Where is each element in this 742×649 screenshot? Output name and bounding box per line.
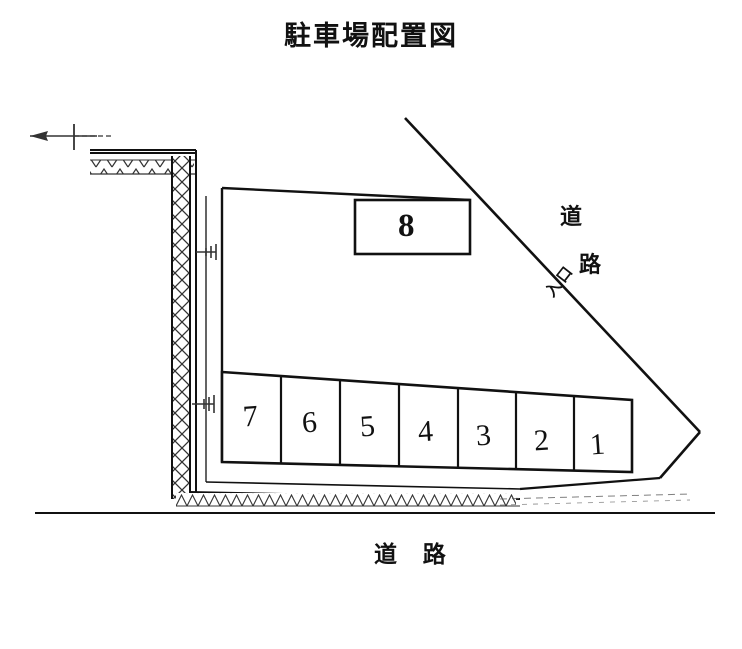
- stall-label-2: 2: [532, 423, 551, 458]
- stall-label-4: 4: [416, 414, 435, 449]
- page-title: 駐車場配置図: [284, 21, 458, 51]
- diagonal-boundary: [404, 117, 701, 491]
- left-retaining-wall: [90, 149, 197, 499]
- wall-marker-lower-icon: [192, 395, 215, 413]
- road-label-bottom: 道 路: [374, 542, 456, 567]
- stall-label-6: 6: [300, 405, 319, 440]
- stall-label-3: 3: [474, 418, 493, 453]
- stall-box-8[interactable]: [353, 198, 472, 256]
- stall-label-1: 1: [588, 427, 607, 462]
- stall-label-5: 5: [358, 409, 377, 444]
- north-arrow-icon: [30, 124, 112, 150]
- stall-label-8: 8: [398, 208, 415, 244]
- bottom-wall: [176, 491, 691, 507]
- wall-marker-upper-icon: [196, 244, 217, 260]
- road-label-right-2: 路: [578, 252, 601, 277]
- stall-row: [220, 370, 634, 474]
- stall-label-7: 7: [241, 399, 260, 434]
- road-label-right-1: 道: [559, 204, 582, 229]
